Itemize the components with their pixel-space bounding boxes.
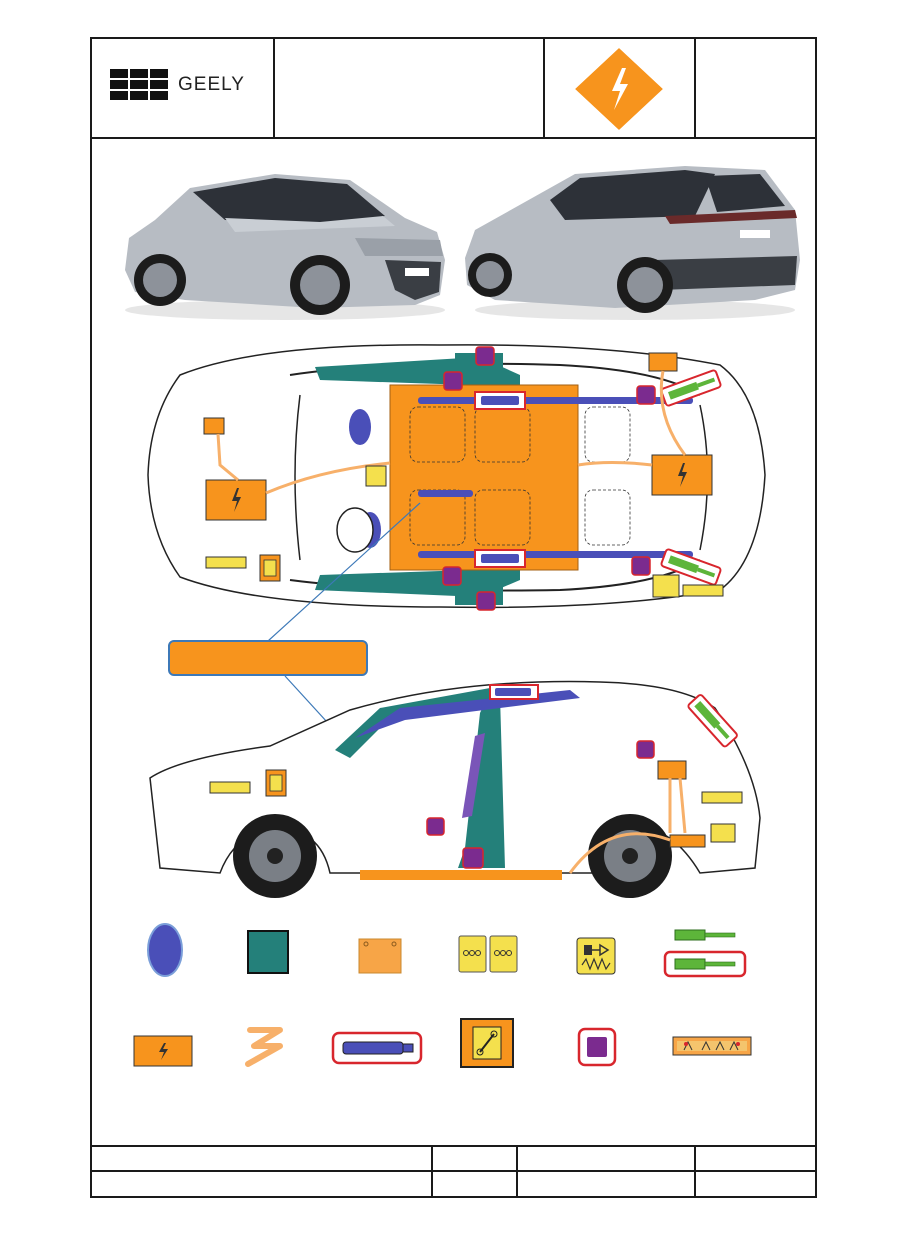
geely-logo: [110, 69, 168, 100]
service-disconnect-icon: [460, 1018, 514, 1068]
vehicle-rear-photo: [465, 166, 800, 320]
footer-divider-1: [431, 1145, 433, 1198]
footer-cell-1: [96, 1150, 426, 1166]
high-voltage-icon: [570, 44, 668, 134]
body-reinforcement-icon: [247, 930, 289, 974]
top-view-diagram: [147, 344, 766, 611]
footer-cell-7: [522, 1176, 690, 1192]
header-bottom-line: [90, 137, 817, 139]
footer-cell-3: [522, 1150, 690, 1166]
high-voltage-cable-icon: [245, 1027, 283, 1067]
vehicle-front-photo: [125, 174, 445, 320]
footer-divider-3: [694, 1145, 696, 1198]
header-divider-1: [273, 37, 275, 139]
low-voltage-battery-icon: [672, 1036, 752, 1056]
footer-middle-line: [90, 1170, 817, 1172]
header-divider-3: [694, 37, 696, 139]
brand-name: GEELY: [178, 74, 245, 95]
header-divider-2: [543, 37, 545, 139]
gas-inflator-icon: [331, 1031, 423, 1065]
seatbelt-pretensioner-icon: [576, 937, 616, 975]
footer-cell-6: [438, 1176, 512, 1192]
high-voltage-battery-icon: [358, 938, 402, 974]
footer-cell-4: [700, 1150, 812, 1166]
footer-top-line: [90, 1145, 817, 1147]
footer-divider-2: [516, 1145, 518, 1198]
airbag-icon: [147, 923, 183, 977]
high-voltage-component-icon: [133, 1035, 193, 1067]
rescue-sheet-frame: [90, 37, 817, 1198]
footer-cell-8: [700, 1176, 812, 1192]
control-unit-icon: [458, 935, 518, 973]
side-view-diagram: [149, 680, 761, 898]
gas-strut-icon: [663, 929, 747, 978]
callout-box: [168, 640, 368, 676]
footer-cell-2: [438, 1150, 512, 1166]
sensor-icon: [577, 1027, 617, 1067]
footer-cell-5: [96, 1176, 426, 1192]
